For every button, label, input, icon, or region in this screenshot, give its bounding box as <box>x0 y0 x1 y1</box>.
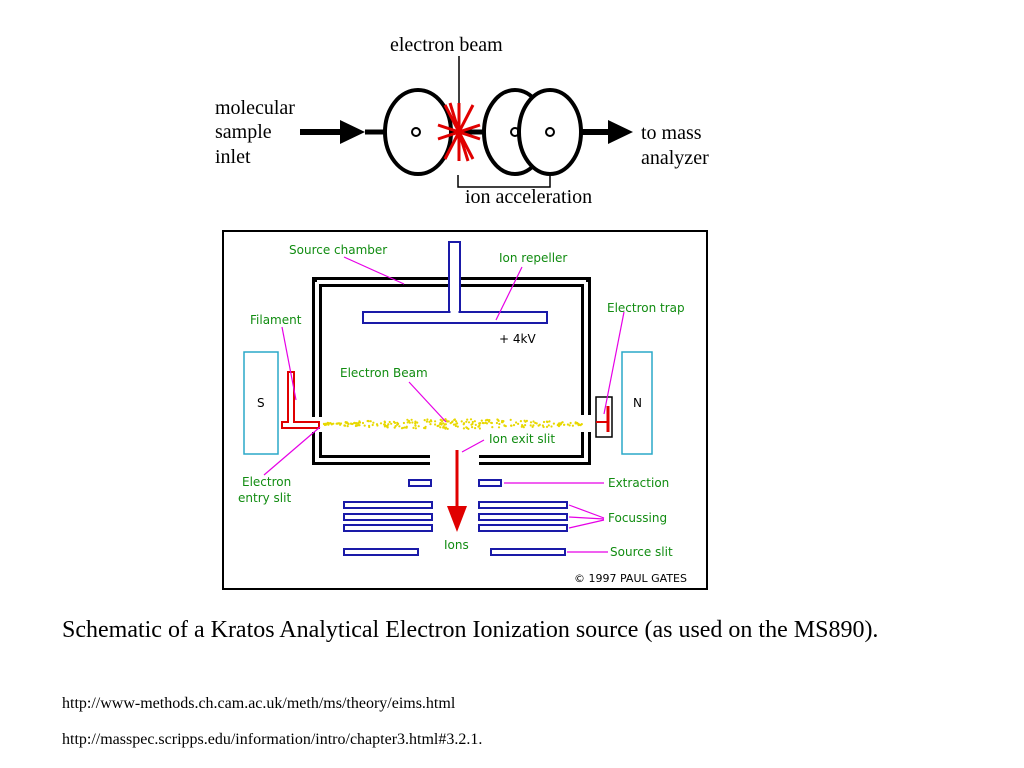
svg-text:Electron: Electron <box>242 475 291 489</box>
acceleration-bracket <box>457 175 551 188</box>
label-source-chamber: Source chamber <box>289 243 387 257</box>
extraction-plate-left <box>408 479 432 487</box>
label-ion-repeller: Ion repeller <box>499 251 567 265</box>
focussing-plate-right-3 <box>478 524 568 532</box>
label-electron-entry-slit: Electron entry slit <box>238 475 291 505</box>
schematic-frame: S N <box>222 230 708 590</box>
reference-link-cam[interactable]: http://www-methods.ch.cam.ac.uk/meth/ms/… <box>62 695 456 712</box>
reference-link-scripps[interactable]: http://masspec.scripps.edu/information/i… <box>62 731 483 748</box>
focussing-plate-right-1 <box>478 501 568 509</box>
lens-stack <box>343 479 568 556</box>
label-focussing: Focussing <box>608 511 667 525</box>
filament <box>281 371 320 429</box>
svg-text:molecular: molecular <box>215 97 295 119</box>
magnet-s <box>243 351 279 455</box>
ionization-burst <box>437 102 481 162</box>
ion-arrow-head <box>447 506 467 532</box>
label-molecular-sample-inlet: molecular sample inlet <box>215 97 295 168</box>
acceleration-plates <box>383 88 583 176</box>
label-ions: Ions <box>444 538 469 552</box>
focussing-plate-left-2 <box>343 513 433 521</box>
figure-caption: Schematic of a Kratos Analytical Electro… <box>62 617 879 643</box>
focussing-plate-right-2 <box>478 513 568 521</box>
svg-text:entry slit: entry slit <box>238 491 291 505</box>
source-slit-plate-left <box>343 548 419 556</box>
label-voltage: + 4kV <box>499 332 536 346</box>
kratos-source-schematic: S N <box>238 241 687 585</box>
label-source-slit: Source slit <box>610 545 673 559</box>
electron-beam <box>322 418 583 430</box>
extraction-plate-right <box>478 479 502 487</box>
source-slit-plate-right <box>490 548 566 556</box>
label-to-mass-analyzer: to mass analyzer <box>641 122 709 169</box>
focussing-plate-left-1 <box>343 501 433 509</box>
label-extraction: Extraction <box>608 476 669 490</box>
focussing-plate-left-3 <box>343 524 433 532</box>
inlet-arrow-head <box>340 120 365 144</box>
label-filament: Filament <box>250 313 302 327</box>
label-ion-acceleration: ion acceleration <box>465 186 592 208</box>
label-electron-beam: Electron Beam <box>340 366 428 380</box>
svg-text:inlet: inlet <box>215 146 251 168</box>
svg-text:sample: sample <box>215 121 272 143</box>
label-electron-trap: Electron trap <box>607 301 685 315</box>
label-ion-exit-slit: Ion exit slit <box>489 432 555 446</box>
ion-repeller-stem <box>448 241 461 313</box>
magnet-n <box>621 351 653 455</box>
top-ionization-diagram: electron beam molecular sample inlet to … <box>215 34 709 208</box>
svg-text:analyzer: analyzer <box>641 147 709 169</box>
copyright: © 1997 PAUL GATES <box>574 572 687 585</box>
label-magnet-s: S <box>257 396 265 410</box>
svg-text:to mass: to mass <box>641 122 702 144</box>
leader-lines <box>263 256 625 553</box>
label-magnet-n: N <box>633 396 642 410</box>
label-electron-beam: electron beam <box>390 34 503 56</box>
electron-trap-housing <box>595 396 613 438</box>
analyzer-arrow-head <box>608 120 633 144</box>
